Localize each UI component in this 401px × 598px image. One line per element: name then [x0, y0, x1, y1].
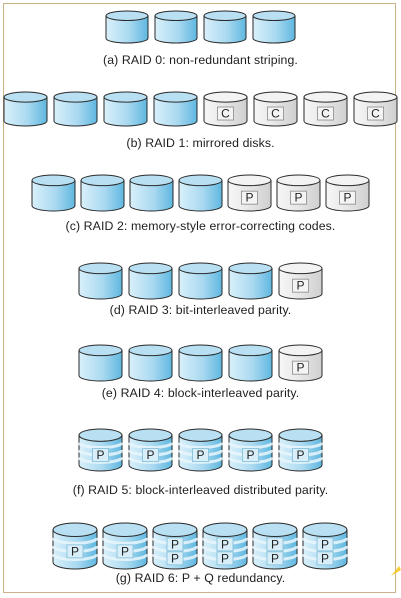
- check-disk-icon: C: [253, 91, 297, 127]
- data-disk-icon: [78, 262, 122, 300]
- raid-caption: (d) RAID 3: bit-interleaved parity.: [109, 303, 292, 317]
- parity-striped-disk-icon: PP: [151, 522, 199, 570]
- disk-label: P: [321, 537, 329, 551]
- parity-striped-disk-icon: PP: [251, 522, 299, 570]
- disk-label: C: [221, 107, 230, 121]
- data-disk-icon: [80, 174, 124, 212]
- parity-striped-disk-icon: P: [77, 428, 123, 472]
- data-disk-icon: [154, 10, 197, 44]
- disk-label: P: [171, 551, 179, 565]
- raid-caption: (a) RAID 0: non-redundant striping.: [103, 53, 298, 67]
- disk-label: P: [196, 448, 204, 462]
- raid-row: P: [0, 344, 401, 382]
- check-disk-icon: C: [303, 91, 347, 127]
- data-disk-icon: [128, 344, 172, 382]
- check-disk-icon: P: [276, 174, 320, 212]
- disk-label: P: [343, 191, 351, 205]
- disk-label: P: [294, 191, 302, 205]
- disk-label: P: [245, 191, 253, 205]
- disk-label: C: [321, 107, 330, 121]
- parity-striped-disk-icon: P: [227, 428, 273, 472]
- raid-caption: (g) RAID 6: P + Q redundancy.: [115, 571, 286, 585]
- disk-label: P: [271, 551, 279, 565]
- check-disk-icon: P: [278, 262, 322, 300]
- data-disk-icon: [228, 262, 272, 300]
- raid-caption: (f) RAID 5: block-interleaved distribute…: [72, 483, 329, 497]
- data-disk-icon: [252, 10, 295, 44]
- parity-striped-disk-icon: PP: [301, 522, 349, 570]
- disk-label: P: [121, 544, 129, 558]
- raid-row: [0, 10, 401, 44]
- data-disk-icon: [103, 91, 147, 127]
- data-disk-icon: [3, 91, 47, 127]
- parity-striped-disk-icon: P: [127, 428, 173, 472]
- data-disk-icon: [178, 262, 222, 300]
- data-disk-icon: [153, 91, 197, 127]
- data-disk-icon: [53, 91, 97, 127]
- data-disk-icon: [178, 344, 222, 382]
- data-disk-icon: [105, 10, 148, 44]
- disk-label: P: [146, 448, 154, 462]
- check-disk-icon: P: [227, 174, 271, 212]
- raid-caption: (e) RAID 4: block-interleaved parity.: [101, 386, 300, 400]
- disk-label: P: [71, 544, 79, 558]
- check-disk-icon: P: [278, 344, 322, 382]
- parity-striped-disk-icon: P: [51, 522, 99, 570]
- data-disk-icon: [31, 174, 75, 212]
- data-disk-icon: [129, 174, 173, 212]
- parity-striped-disk-icon: PP: [201, 522, 249, 570]
- corner-accent-mark: [391, 566, 401, 576]
- check-disk-icon: C: [353, 91, 397, 127]
- data-disk-icon: [78, 344, 122, 382]
- raid-caption: (b) RAID 1: mirrored disks.: [126, 136, 275, 150]
- disk-label: P: [296, 361, 304, 375]
- check-disk-icon: P: [325, 174, 369, 212]
- disk-label: P: [271, 537, 279, 551]
- data-disk-icon: [178, 174, 222, 212]
- disk-label: P: [221, 551, 229, 565]
- data-disk-icon: [228, 344, 272, 382]
- disk-label: C: [271, 107, 280, 121]
- raid-row: P: [0, 262, 401, 300]
- data-disk-icon: [128, 262, 172, 300]
- data-disk-icon: [203, 10, 246, 44]
- disk-label: P: [221, 537, 229, 551]
- parity-striped-disk-icon: P: [177, 428, 223, 472]
- disk-label: P: [246, 448, 254, 462]
- disk-label: P: [296, 279, 304, 293]
- parity-striped-disk-icon: P: [277, 428, 323, 472]
- parity-striped-disk-icon: P: [101, 522, 149, 570]
- disk-label: P: [321, 551, 329, 565]
- raid-caption: (c) RAID 2: memory-style error-correctin…: [65, 219, 336, 233]
- check-disk-icon: C: [203, 91, 247, 127]
- disk-label: C: [371, 107, 380, 121]
- disk-label: P: [96, 448, 104, 462]
- disk-label: P: [296, 448, 304, 462]
- disk-label: P: [171, 537, 179, 551]
